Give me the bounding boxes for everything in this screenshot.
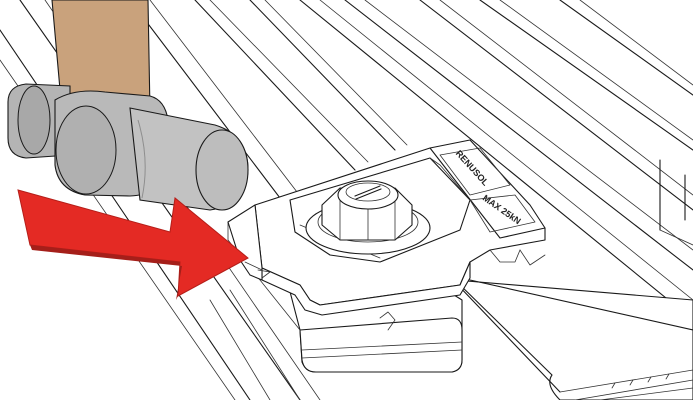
- arrow-right-icon: [17, 189, 249, 300]
- hammer-icon: [7, 0, 249, 211]
- hex-bolt-icon: [305, 180, 431, 255]
- clamp-base: [227, 214, 463, 373]
